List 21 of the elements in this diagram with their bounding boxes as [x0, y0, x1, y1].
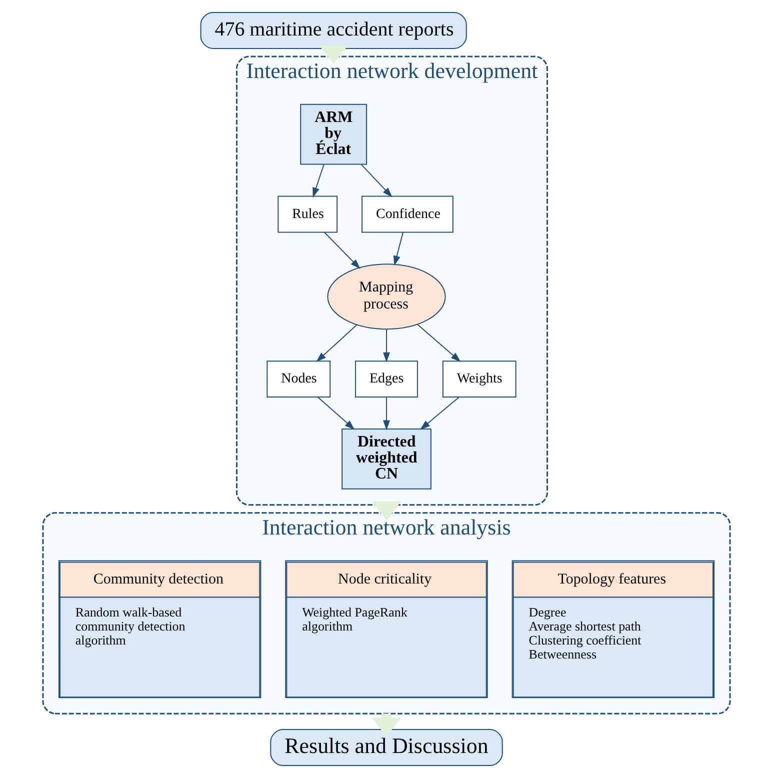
arrow: [372, 501, 402, 520]
arrow: [420, 396, 460, 430]
node-box: Nodes: [266, 360, 331, 398]
node-box: Rules: [278, 196, 338, 233]
node-box: Weights: [442, 360, 516, 398]
arrow: [383, 328, 390, 362]
arrow: [318, 396, 355, 430]
arrow: [316, 324, 358, 362]
arrow: [393, 232, 404, 266]
node-box: Confidence: [362, 196, 454, 233]
node-box: ARM by Éclat: [300, 104, 368, 165]
arrow: [318, 44, 348, 64]
arrow: [312, 164, 324, 198]
node-box: Results and Discussion: [270, 729, 503, 766]
arrow: [383, 396, 390, 430]
arrow: [324, 232, 360, 269]
node-ellipse: Mapping process: [327, 264, 446, 330]
node-box: Directed weighted CN: [342, 428, 432, 490]
node-box: Edges: [355, 360, 418, 398]
arrow: [360, 164, 392, 198]
arrow: [416, 324, 461, 362]
